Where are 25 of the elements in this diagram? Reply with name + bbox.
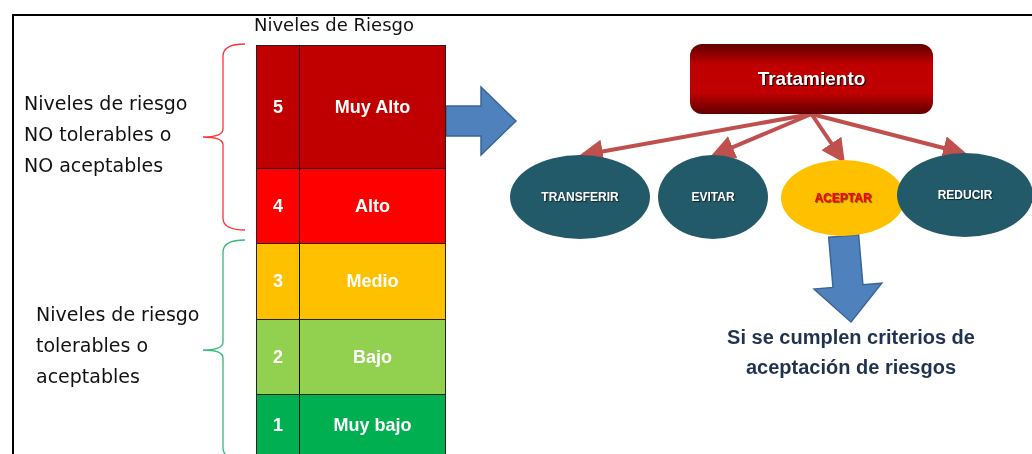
level-number: 2 — [273, 346, 283, 368]
risk-level-row — [256, 168, 446, 244]
level-name: Medio — [346, 271, 399, 292]
condition-text: Si se cumplen criterios de aceptación de riesgos — [700, 322, 1002, 392]
level-number: 5 — [273, 96, 283, 118]
block-arrow — [445, 85, 518, 157]
option-ellipse: REDUCIR — [897, 153, 1032, 237]
bracket-label: Niveles de riesgo tolerables o aceptables — [36, 302, 201, 389]
table-heading: Niveles de Riesgo — [254, 14, 415, 35]
risk-level-row — [256, 243, 446, 320]
level-name: Alto — [355, 195, 390, 217]
level-name: Bajo — [353, 346, 392, 368]
option-ellipse: EVITAR — [658, 155, 768, 239]
bracket-label: Niveles de riesgo NO tolerables o NO aceptables — [24, 91, 189, 178]
level-number: 4 — [273, 195, 283, 217]
option-ellipse: TRANSFERIR — [510, 155, 650, 239]
level-number: 1 — [273, 414, 283, 436]
risk-level-row — [256, 45, 446, 169]
level-name: Muy Alto — [334, 96, 411, 118]
block-arrow — [812, 233, 884, 324]
treatment-box: Tratamiento — [690, 44, 933, 114]
risk-level-row — [256, 319, 446, 395]
level-name: Muy bajo — [333, 414, 412, 436]
level-number: 3 — [273, 271, 283, 292]
risk-level-row — [256, 394, 446, 454]
